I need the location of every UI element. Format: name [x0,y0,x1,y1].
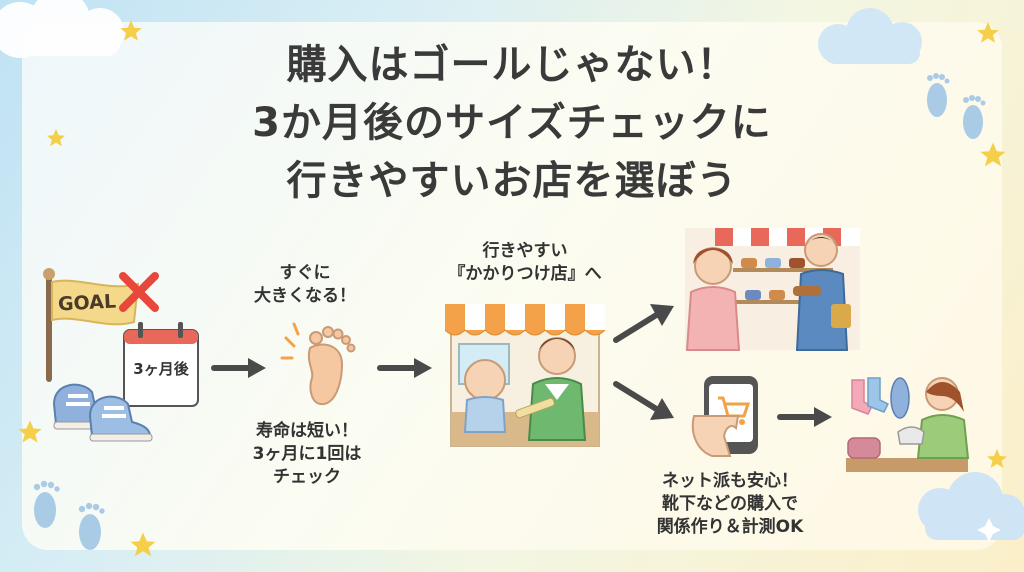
arrow-icon [613,304,674,343]
cloud-icon [0,0,124,58]
arrow-icon [613,381,674,420]
star-icon [977,22,999,43]
smartphone-cart-icon [691,376,758,457]
footprint-icon [927,73,986,139]
goal-flag-icon [43,268,140,382]
star-icon [46,128,66,147]
caption-short-life: 寿命は短い！ 3ヶ月に1回は チェック [252,421,362,487]
title-line-1: 購入はゴールじゃない！ [286,42,738,88]
goal-flag-text: GOAL [57,290,117,316]
footprint-icon [280,322,356,406]
cloud-icon [918,472,1024,542]
title-line-3: 行きやすいお店を選ぼう [286,158,738,204]
baby-shoes-icon [52,383,153,442]
arrow-icon [377,358,432,378]
socks-fitting-scene-icon [846,377,970,472]
arrow-icon [211,358,266,378]
star-icon [130,532,156,557]
calendar-icon [123,322,199,407]
title-line-2: 3か月後のサイズチェックに [252,100,772,146]
cross-icon [119,272,159,312]
star-icon [18,420,42,443]
shop-icon [444,304,606,447]
star-icon [980,142,1006,167]
shoe-shop-scene-icon [685,228,860,351]
star-icon [987,449,1007,468]
caption-grow-fast: すぐに 大きくなる！ [254,263,356,306]
arrow-icon [777,407,832,427]
cloud-icon [818,8,922,64]
caption-regular-store: 行きやすい 『かかりつけ店』へ [448,241,602,284]
footprint-icon [33,480,105,550]
star-icon [120,20,142,41]
calendar-text: 3ヶ月後 [133,360,189,378]
caption-online: ネット派も安心！ 靴下などの購入で 関係作り＆計測OK [656,471,804,537]
